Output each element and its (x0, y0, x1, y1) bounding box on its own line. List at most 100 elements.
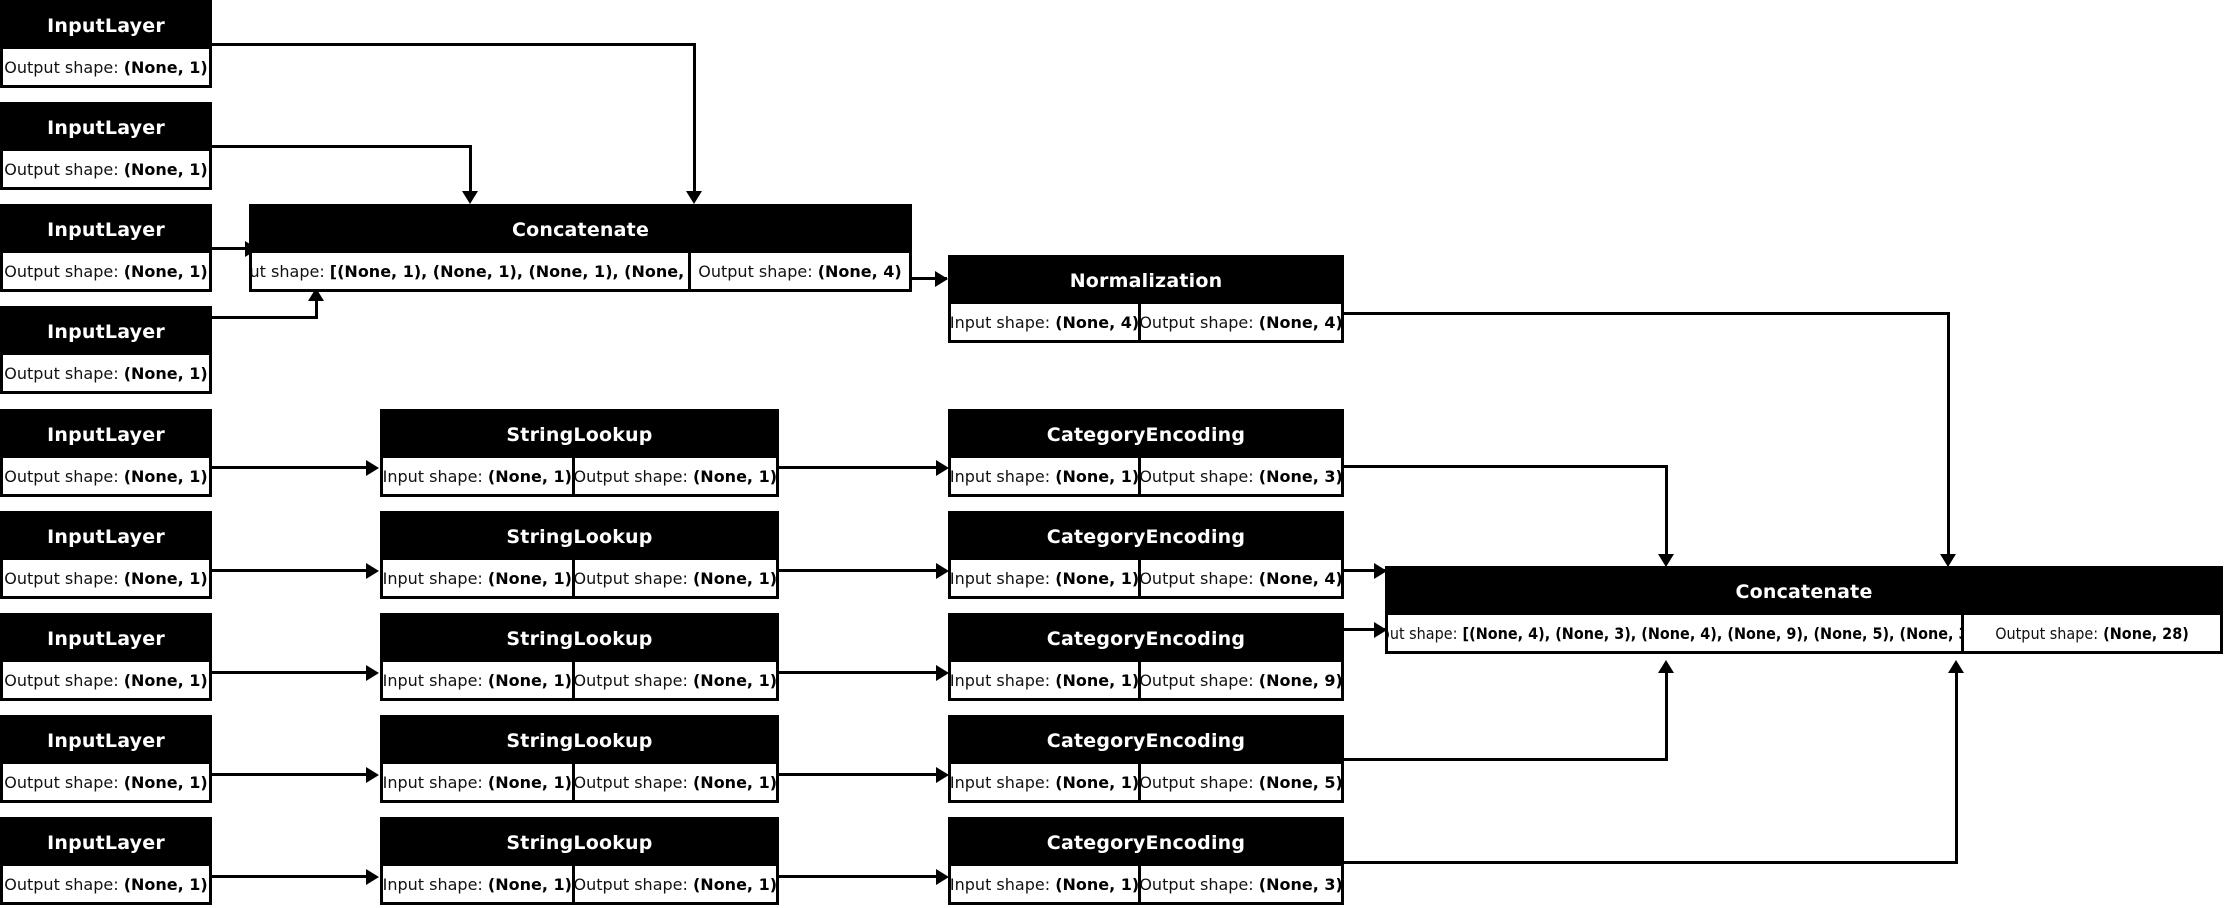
edge-input9-arrowhead (366, 869, 379, 885)
edge-input6-arrowhead (366, 563, 379, 579)
output-shape-value: (None, 1) (123, 57, 208, 77)
node-input-layer-6[interactable]: InputLayer Output shape: (None, 1) (0, 511, 212, 599)
input-shape-value: (None, 4) (1055, 312, 1139, 332)
node-title: CategoryEncoding (951, 616, 1341, 662)
edge-ce4-final-v (1665, 672, 1668, 761)
node-title: InputLayer (3, 3, 209, 49)
node-title: InputLayer (3, 820, 209, 866)
edge-norm-final-v (1947, 312, 1950, 554)
node-shape-row: Output shape: (None, 1) (3, 355, 209, 391)
input-shape-value: (None, 1) (1055, 466, 1139, 486)
output-shape-cell: Output shape: (None, 1) (3, 355, 209, 391)
output-shape-value: (None, 1) (692, 466, 776, 486)
node-string-lookup-2[interactable]: StringLookup Input shape: (None, 1) Outp… (380, 511, 779, 599)
edge-ce3-final-h (1344, 628, 1387, 631)
output-shape-label: Output shape: (1141, 312, 1254, 332)
edge-input2-arrowhead (462, 191, 478, 204)
output-shape-cell: Output shape: (None, 1) (3, 764, 209, 800)
node-category-encoding-5[interactable]: CategoryEncoding Input shape: (None, 1) … (948, 817, 1344, 905)
node-string-lookup-5[interactable]: StringLookup Input shape: (None, 1) Outp… (380, 817, 779, 905)
output-shape-label: Output shape: (1141, 874, 1254, 894)
edge-input7-arrowhead (366, 665, 379, 681)
edge-ce2-final-arrowhead (1374, 563, 1387, 579)
node-category-encoding-4[interactable]: CategoryEncoding Input shape: (None, 1) … (948, 715, 1344, 803)
output-shape-value: (None, 1) (123, 568, 208, 588)
node-category-encoding-3[interactable]: CategoryEncoding Input shape: (None, 1) … (948, 613, 1344, 701)
node-input-layer-4[interactable]: InputLayer Output shape: (None, 1) (0, 306, 212, 394)
node-title: InputLayer (3, 514, 209, 560)
edge-input9-h (212, 875, 372, 878)
node-input-layer-7[interactable]: InputLayer Output shape: (None, 1) (0, 613, 212, 701)
output-shape-cell: Output shape: (None, 9) (1141, 662, 1341, 698)
input-shape-value: (None, 1) (1055, 568, 1139, 588)
node-input-layer-2[interactable]: InputLayer Output shape: (None, 1) (0, 102, 212, 190)
input-shape-label: Input shape: (951, 312, 1051, 332)
node-shape-row: Output shape: (None, 1) (3, 458, 209, 494)
node-input-layer-5[interactable]: InputLayer Output shape: (None, 1) (0, 409, 212, 497)
output-shape-value: (None, 4) (817, 261, 902, 281)
node-input-layer-1[interactable]: InputLayer Output shape: (None, 1) (0, 0, 212, 88)
node-concatenate-final[interactable]: Concatenate Input shape: [(None, 4), (No… (1385, 566, 2223, 654)
node-string-lookup-4[interactable]: StringLookup Input shape: (None, 1) Outp… (380, 715, 779, 803)
output-shape-label: Output shape: (1141, 568, 1254, 588)
input-shape-cell: Input shape: (None, 1) (951, 560, 1139, 596)
edge-sl5-ce5-h (779, 875, 942, 878)
node-title: StringLookup (383, 412, 776, 458)
input-shape-cell: Input shape: [(None, 4), (None, 3), (Non… (1388, 615, 1961, 651)
edge-input4-h (212, 316, 318, 319)
node-title: InputLayer (3, 309, 209, 355)
output-shape-label: Output shape: (574, 466, 688, 486)
input-shape-label: Input shape: (1388, 623, 1458, 643)
input-shape-cell: Input shape: (None, 4) (951, 304, 1139, 340)
output-shape-label: Output shape: (4, 772, 119, 792)
input-shape-value: (None, 1) (1055, 772, 1139, 792)
node-input-layer-9[interactable]: InputLayer Output shape: (None, 1) (0, 817, 212, 905)
node-shape-row: Input shape: (None, 1) Output shape: (No… (383, 764, 776, 800)
edge-norm-final-arrowhead (1940, 554, 1956, 567)
edge-sl3-ce3-arrowhead (936, 665, 949, 681)
node-input-layer-3[interactable]: InputLayer Output shape: (None, 1) (0, 204, 212, 292)
output-shape-cell: Output shape: (None, 28) (1964, 615, 2220, 651)
node-input-layer-8[interactable]: InputLayer Output shape: (None, 1) (0, 715, 212, 803)
input-shape-value: (None, 1) (487, 670, 572, 690)
output-shape-cell: Output shape: (None, 3) (1141, 866, 1341, 902)
edge-input2-v (469, 145, 472, 191)
node-title: StringLookup (383, 718, 776, 764)
node-normalization[interactable]: Normalization Input shape: (None, 4) Out… (948, 255, 1344, 343)
input-shape-label: Input shape: (951, 772, 1051, 792)
output-shape-label: Output shape: (4, 261, 119, 281)
edge-input5-arrowhead (366, 460, 379, 476)
node-concatenate-numeric[interactable]: Concatenate Input shape: [(None, 1), (No… (249, 204, 912, 292)
node-title: CategoryEncoding (951, 820, 1341, 866)
node-title: CategoryEncoding (951, 412, 1341, 458)
edge-sl2-ce2-arrowhead (936, 563, 949, 579)
output-shape-cell: Output shape: (None, 1) (3, 253, 209, 289)
edge-concat-norm-arrowhead (935, 271, 948, 287)
node-shape-row: Output shape: (None, 1) (3, 764, 209, 800)
output-shape-label: Output shape: (1995, 623, 2099, 643)
edge-input3-h (212, 247, 258, 250)
output-shape-cell: Output shape: (None, 4) (691, 253, 909, 289)
node-string-lookup-1[interactable]: StringLookup Input shape: (None, 1) Outp… (380, 409, 779, 497)
output-shape-value: (None, 1) (123, 874, 208, 894)
edge-ce1-final-h (1344, 465, 1668, 468)
node-category-encoding-1[interactable]: CategoryEncoding Input shape: (None, 1) … (948, 409, 1344, 497)
node-string-lookup-3[interactable]: StringLookup Input shape: (None, 1) Outp… (380, 613, 779, 701)
input-shape-value: (None, 1) (487, 772, 572, 792)
node-title: InputLayer (3, 718, 209, 764)
output-shape-value: (None, 1) (123, 670, 208, 690)
input-shape-value: (None, 1) (1055, 874, 1139, 894)
input-shape-cell: Input shape: (None, 1) (383, 458, 572, 494)
node-shape-row: Input shape: (None, 1) Output shape: (No… (951, 866, 1341, 902)
output-shape-label: Output shape: (574, 670, 688, 690)
output-shape-cell: Output shape: (None, 1) (3, 866, 209, 902)
node-category-encoding-2[interactable]: CategoryEncoding Input shape: (None, 1) … (948, 511, 1344, 599)
output-shape-value: (None, 1) (692, 670, 776, 690)
output-shape-label: Output shape: (574, 874, 688, 894)
node-shape-row: Input shape: (None, 1) Output shape: (No… (383, 458, 776, 494)
output-shape-cell: Output shape: (None, 1) (574, 458, 776, 494)
node-title: Concatenate (1388, 569, 2220, 615)
output-shape-label: Output shape: (4, 57, 119, 77)
edge-input1-h (212, 43, 696, 46)
edge-concat-norm-h (912, 277, 947, 280)
